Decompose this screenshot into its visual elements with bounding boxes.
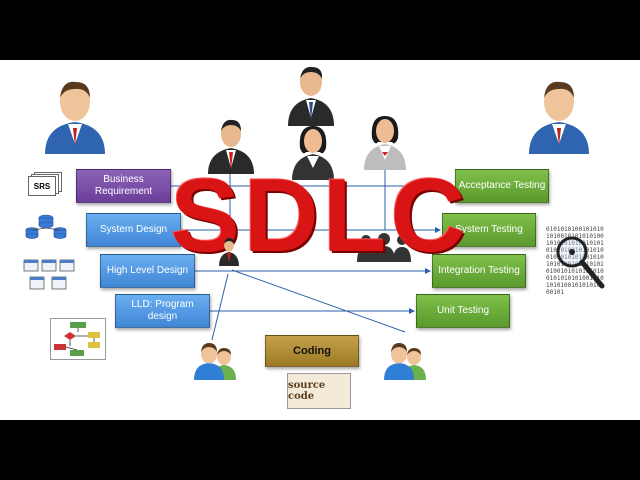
diagram-canvas: SRS Business Requirement System Design: [0, 60, 640, 420]
phase-unit-testing-label: Unit Testing: [437, 305, 489, 317]
phase-unit-testing: Unit Testing: [416, 294, 510, 328]
srs-document-icon: SRS: [28, 176, 64, 198]
source-code-label: source code: [288, 380, 350, 402]
manager-icon-top-center: [286, 62, 336, 126]
developer-pair-icon-left: [192, 340, 238, 380]
person-icon-top-left: [40, 74, 110, 154]
phase-lld-program-design: LLD: Program design: [115, 294, 210, 328]
sdlc-title: SDLC: [140, 156, 500, 276]
source-code-image: source code: [287, 373, 351, 409]
phase-lld-program-design-label: LLD: Program design: [116, 299, 209, 323]
ui-windows-icon: [22, 258, 76, 292]
person-icon-top-right: [524, 74, 594, 154]
phase-coding-label: Coding: [293, 345, 331, 357]
phase-coding: Coding: [265, 335, 359, 367]
database-network-icon: [24, 212, 68, 242]
srs-label: SRS: [28, 176, 56, 196]
center-person-icon: [218, 236, 240, 266]
flowchart-icon: [50, 318, 106, 360]
line-diagonal-1: [232, 270, 405, 332]
line-diagonal-2: [212, 274, 228, 340]
developer-pair-icon-right: [382, 340, 428, 380]
magnifier-icon: [548, 226, 608, 296]
